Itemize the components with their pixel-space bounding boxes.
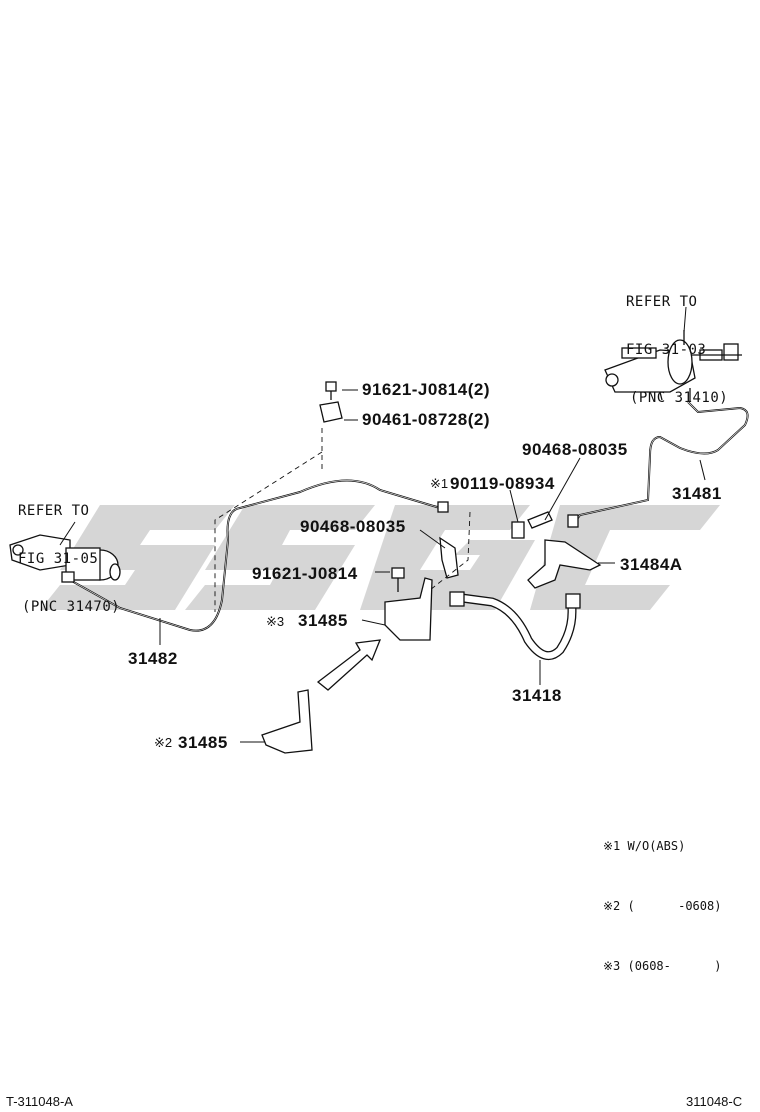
part-90119-08934[interactable]: 90119-08934 — [450, 474, 555, 493]
master-cylinder — [604, 330, 742, 402]
notes-legend: ※1 W/O(ABS) ※2 ( -0608) ※3 (0608- ) — [603, 796, 721, 996]
note-row-1: ※1 W/O(ABS) — [603, 836, 721, 856]
note-row-2: ※2 ( -0608) — [603, 896, 721, 916]
refer-left-line1: REFER TO — [18, 503, 90, 519]
note-text-3: (0608- ) — [627, 959, 722, 973]
note-row-3: ※3 (0608- ) — [603, 956, 721, 976]
release-cylinder — [9, 534, 121, 583]
part-90468-08035-center[interactable]: 90468-08035 — [300, 517, 406, 536]
bracket-31485-lower — [261, 689, 313, 754]
marker-3: ※3 — [266, 614, 285, 629]
bracket-31484a — [527, 539, 602, 589]
bracket-31485-upper — [384, 577, 433, 641]
note-text-1: W/O(ABS) — [627, 839, 686, 853]
refer-block-left: REFER TO FIG 31-05 (PNC 31470) — [18, 471, 120, 631]
refer-left-line3: (PNC 31470) — [22, 599, 121, 615]
part-31482[interactable]: 31482 — [128, 649, 178, 668]
refer-right-line2: FIG 31-03 — [626, 342, 707, 358]
line-art — [9, 306, 749, 754]
part-91621-j0814-2[interactable]: 91621-J0814(2) — [362, 380, 490, 399]
refer-right-line3: (PNC 31410) — [630, 390, 729, 406]
footer-left-code: T-311048-A — [6, 1094, 73, 1109]
note-mark-2: ※2 — [603, 899, 621, 913]
watermark-logo — [40, 505, 720, 610]
part-31481[interactable]: 31481 — [672, 484, 722, 503]
direction-arrow — [316, 639, 382, 691]
part-90461-08728-2[interactable]: 90461-08728(2) — [362, 410, 490, 429]
part-31418[interactable]: 31418 — [512, 686, 562, 705]
refer-right-line1: REFER TO — [626, 294, 698, 310]
refer-left-line2: FIG 31-05 — [18, 551, 99, 567]
marker-2: ※2 — [154, 735, 173, 750]
part-91621-j0814[interactable]: 91621-J0814 — [252, 564, 358, 583]
note-mark-1: ※1 — [603, 839, 621, 853]
part-90468-08035-right[interactable]: 90468-08035 — [522, 440, 628, 459]
part-31485-upper[interactable]: 31485 — [298, 611, 348, 630]
marker-1: ※1 — [430, 476, 449, 491]
note-text-2: ( -0608) — [627, 899, 722, 913]
footer-right-code: 311048-C — [686, 1094, 743, 1109]
part-31484a[interactable]: 31484A — [620, 555, 683, 574]
part-31485-lower[interactable]: 31485 — [178, 733, 228, 752]
note-mark-3: ※3 — [603, 959, 621, 973]
refer-block-right: REFER TO FIG 31-03 (PNC 31410) — [626, 262, 728, 422]
